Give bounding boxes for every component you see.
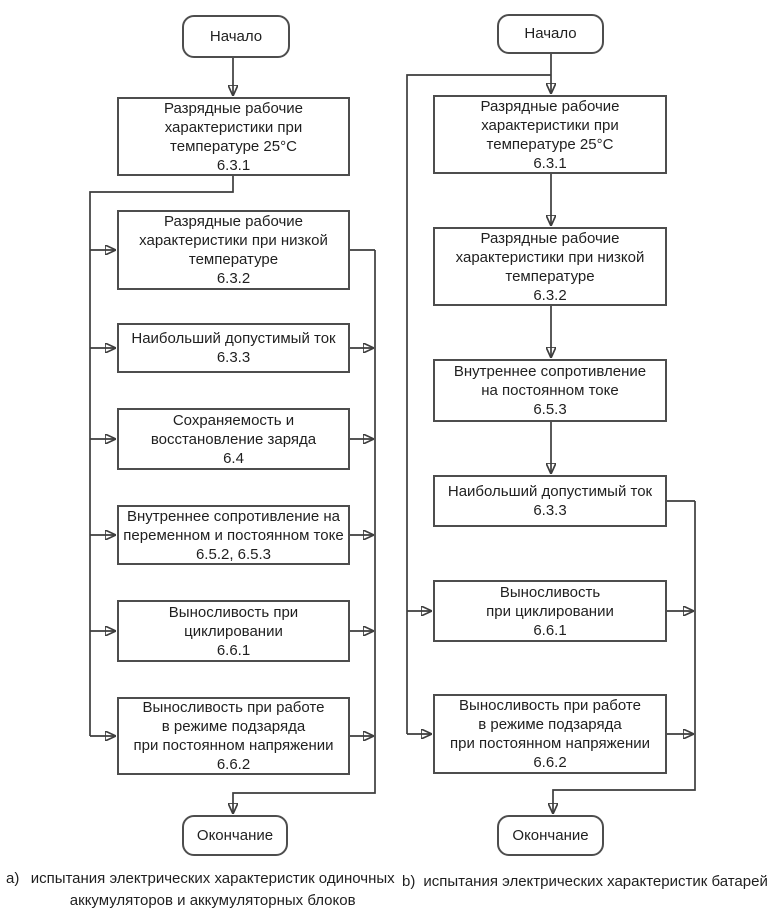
node-b-start-label: Начало <box>524 25 577 42</box>
edge-a-631-to-left-trunk <box>89 176 234 736</box>
node-a-65-ref: 6.5.2, 6.5.3 <box>195 545 272 563</box>
node-b-633-ref: 6.3.3 <box>533 502 567 519</box>
node-a-661-ref: 6.6.1 <box>216 641 251 659</box>
node-a-661-label: Выносливость при циклировании <box>168 603 299 640</box>
caption-a: a) испытания электрических характеристик… <box>6 868 398 912</box>
caption-b-text: испытания электрических характеристик ба… <box>423 873 768 890</box>
node-b-661: Выносливость при циклировании 6.6.1 <box>433 580 667 642</box>
node-b-662: Выносливость при работе в режиме подзаря… <box>433 694 667 774</box>
edge-b-collector-to-end <box>553 501 696 813</box>
node-b-661-ref: 6.6.1 <box>533 621 567 639</box>
node-b-632: Разрядные рабочие характеристики при низ… <box>433 227 667 306</box>
node-a-633-label: Наибольший допустимый ток <box>131 330 336 347</box>
node-b-start: Начало <box>497 14 604 54</box>
node-b-631-ref: 6.3.1 <box>533 154 567 172</box>
node-a-631-ref: 6.3.1 <box>216 156 251 174</box>
node-a-662-label: Выносливость при работе в режиме подзаря… <box>133 699 334 754</box>
node-a-632-ref: 6.3.2 <box>216 270 251 287</box>
node-b-662-ref: 6.6.2 <box>533 754 567 771</box>
node-b-end-label: Окончание <box>512 826 589 844</box>
caption-a-marker: a) <box>6 870 20 887</box>
node-b-631: Разрядные рабочие характеристики при тем… <box>433 95 667 174</box>
node-a-64-ref: 6.4 <box>223 449 244 467</box>
node-b-662-label: Выносливость при работе в режиме подзаря… <box>450 697 650 752</box>
node-a-end: Окончание <box>182 815 288 856</box>
node-a-662-ref: 6.6.2 <box>216 756 251 773</box>
caption-a-text: испытания электрических характеристик од… <box>30 870 395 909</box>
caption-b: b) испытания электрических характеристик… <box>402 871 768 893</box>
node-b-661-label: Выносливость при циклировании <box>486 583 614 620</box>
node-a-64: Сохраняемость и восстановление заряда 6.… <box>117 408 350 470</box>
node-a-start: Начало <box>182 15 290 58</box>
node-a-632-label: Разрядные рабочие характеристики при низ… <box>139 213 328 268</box>
node-a-65: Внутреннее сопротивление на переменном и… <box>117 505 350 565</box>
node-a-64-label: Сохраняемость и восстановление заряда <box>150 411 317 448</box>
node-a-start-label: Начало <box>209 27 263 45</box>
node-b-653-ref: 6.5.3 <box>533 401 567 418</box>
node-a-661: Выносливость при циклировании 6.6.1 <box>117 600 350 662</box>
node-b-631-label: Разрядные рабочие характеристики при тем… <box>480 97 620 153</box>
node-a-633: Наибольший допустимый ток 6.3.3 <box>117 323 350 373</box>
node-b-632-ref: 6.3.2 <box>533 286 567 304</box>
node-a-631-label: Разрядные рабочие характеристики при тем… <box>163 99 303 155</box>
node-b-653-label: Внутреннее сопротивление на постоянном т… <box>453 363 647 399</box>
edge-a-collector-to-end <box>233 250 376 813</box>
edge-b-bypass-trunk <box>406 74 551 734</box>
node-b-end: Окончание <box>497 815 604 856</box>
caption-b-marker: b) <box>402 873 416 890</box>
node-a-633-ref: 6.3.3 <box>216 349 251 366</box>
node-b-653: Внутреннее сопротивление на постоянном т… <box>433 359 667 422</box>
node-a-end-label: Окончание <box>196 826 274 844</box>
node-b-632-label: Разрядные рабочие характеристики при низ… <box>455 229 645 285</box>
node-a-631: Разрядные рабочие характеристики при тем… <box>117 97 350 176</box>
node-a-662: Выносливость при работе в режиме подзаря… <box>117 697 350 775</box>
node-a-65-label: Внутреннее сопротивление на переменном и… <box>123 507 344 544</box>
node-a-632: Разрядные рабочие характеристики при низ… <box>117 210 350 290</box>
node-b-633: Наибольший допустимый ток 6.3.3 <box>433 475 667 527</box>
node-b-633-label: Наибольший допустимый ток <box>447 483 653 500</box>
